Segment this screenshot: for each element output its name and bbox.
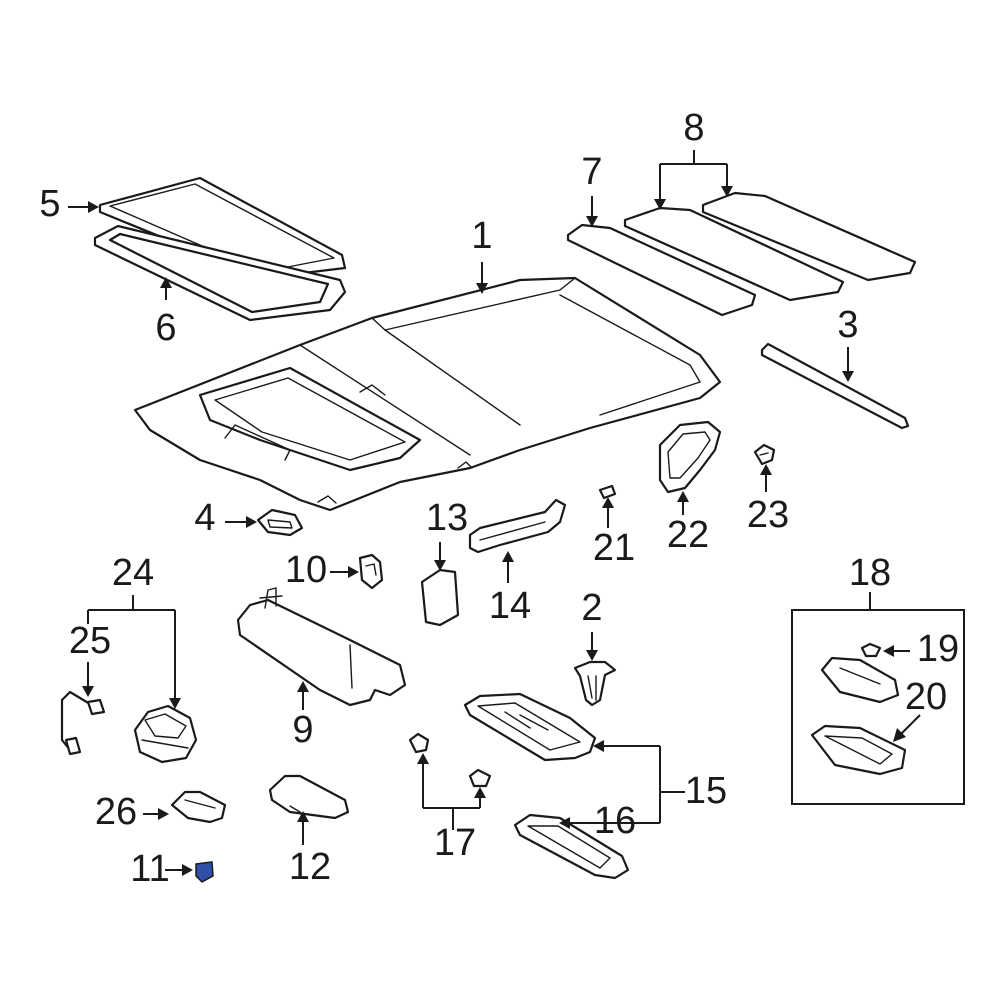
callout-17: 17 (434, 822, 476, 864)
part-9-sun-visor (236, 587, 407, 707)
part-13-pad (420, 568, 460, 627)
part-19-bulb (860, 642, 882, 658)
callout-4: 4 (194, 497, 215, 539)
callout-15: 15 (685, 770, 727, 812)
callout-21: 21 (593, 527, 635, 569)
part-26-switch (170, 790, 227, 824)
callout-18: 18 (849, 552, 891, 594)
part-24-lamp-assembly (133, 704, 198, 764)
part-25-harness (60, 690, 106, 756)
callout-5: 5 (39, 183, 60, 225)
callout-3: 3 (837, 304, 858, 346)
callout-2: 2 (581, 587, 602, 629)
part-8-roof-panel-b (701, 191, 917, 282)
callout-12: 12 (289, 846, 331, 888)
part-20-lens (810, 724, 907, 776)
part-12-cover (268, 774, 350, 820)
callout-14: 14 (489, 585, 531, 627)
callout-20: 20 (905, 676, 947, 718)
part-14-grab-handle (468, 498, 567, 554)
callout-7: 7 (581, 151, 602, 193)
callout-22: 22 (667, 514, 709, 556)
part-11-cap (195, 861, 214, 883)
part-1-headliner (133, 276, 722, 512)
callout-26: 26 (95, 791, 137, 833)
callout-11: 11 (130, 848, 169, 890)
part-17-bulb-b (468, 768, 492, 788)
callout-8: 8 (683, 107, 704, 149)
callout-25: 25 (69, 620, 111, 662)
part-21-clip (598, 484, 617, 500)
part-8-roof-panel-a (623, 206, 845, 302)
callout-13: 13 (426, 497, 468, 539)
part-16-lens (513, 813, 630, 880)
part-2-push-clip (573, 660, 617, 707)
part-4-trim (256, 508, 304, 537)
part-10-visor-holder (358, 553, 384, 590)
callout-labels: 1 2 3 4 5 6 7 8 9 10 11 12 13 14 15 16 1… (39, 107, 959, 890)
callout-9: 9 (292, 709, 313, 751)
part-18-box (791, 609, 965, 805)
callout-16: 16 (594, 800, 636, 842)
part-18-base (820, 656, 900, 704)
callout-24: 24 (112, 552, 154, 594)
callout-10: 10 (285, 549, 327, 591)
part-23-clip (753, 443, 776, 466)
callout-6: 6 (155, 307, 176, 349)
callout-19: 19 (917, 628, 959, 670)
part-6-sunroof-seal (93, 224, 347, 322)
part-3-roof-trim (760, 342, 910, 430)
part-15-console (463, 692, 597, 762)
part-17-bulb-a (408, 732, 430, 754)
leader-lines (68, 150, 921, 876)
callout-1: 1 (471, 215, 492, 257)
part-7-roof-panel (566, 223, 757, 317)
callout-23: 23 (747, 494, 789, 536)
part-22-bezel (658, 420, 722, 494)
